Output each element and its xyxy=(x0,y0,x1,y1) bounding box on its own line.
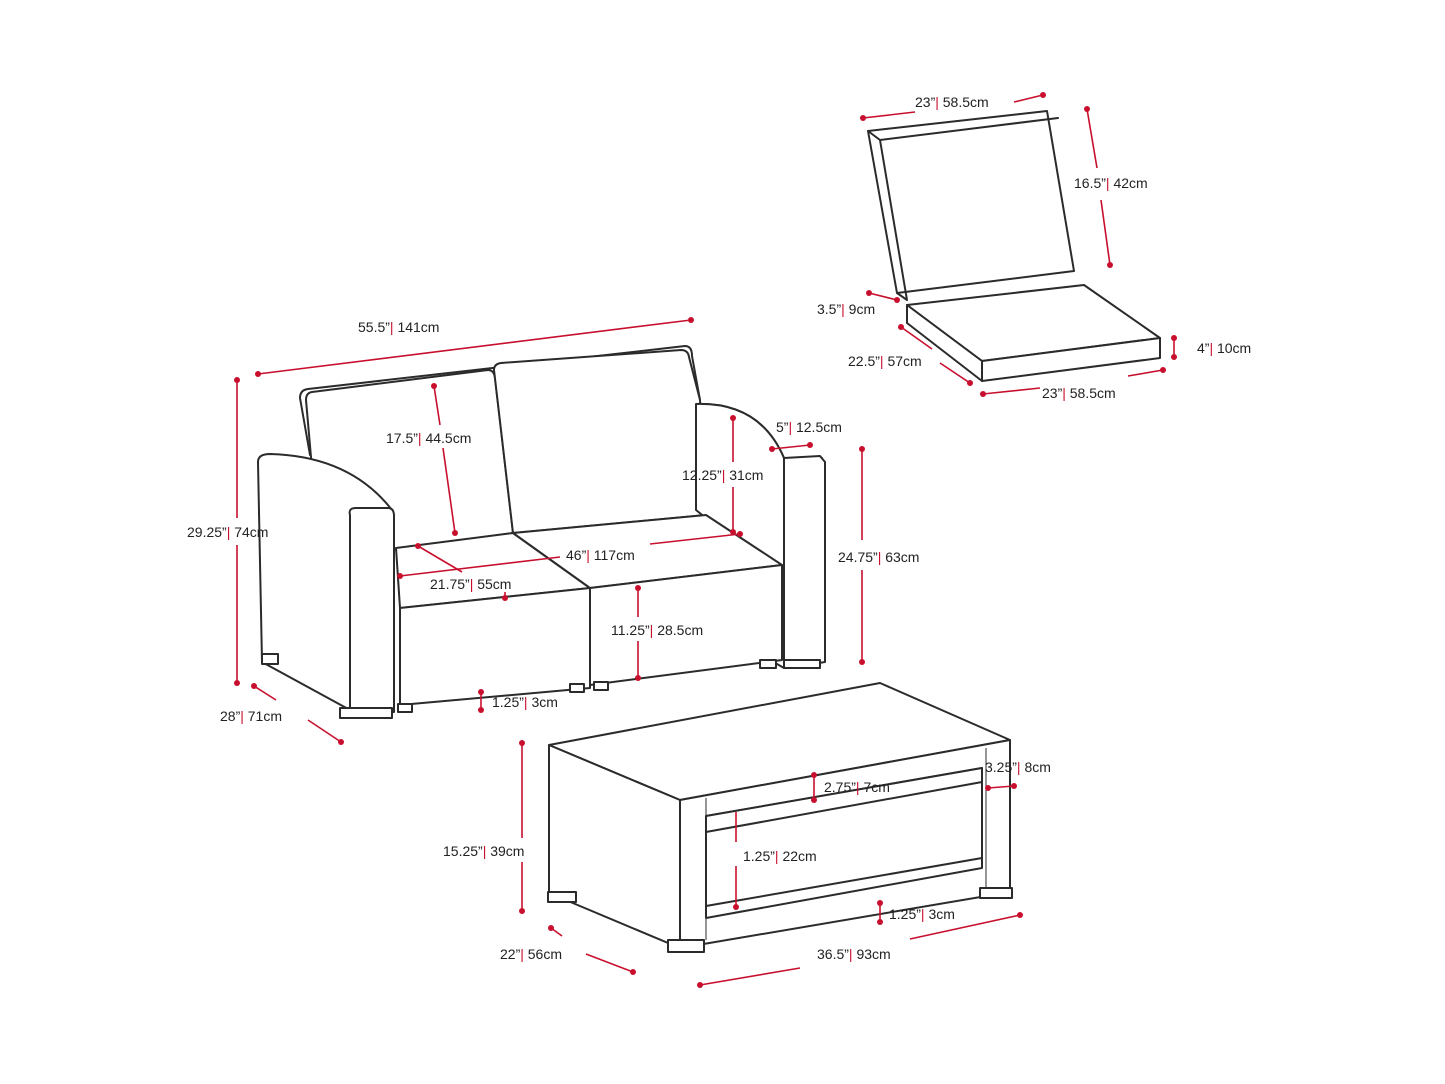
dim-loveseat-depth: 28”| 71cm xyxy=(220,708,282,724)
dim-arm-width: 5”| 12.5cm xyxy=(776,419,842,435)
dim-table-leg-width: 3.25”| 8cm xyxy=(985,759,1051,775)
dim-back-cushion-thickness: 3.5”| 9cm xyxy=(817,301,875,317)
dimension-lines xyxy=(234,92,1177,988)
dim-seat-height: 11.25”| 28.5cm xyxy=(611,622,703,638)
dim-loveseat-backrest: 17.5”| 44.5cm xyxy=(386,430,471,446)
dim-table-leg: 1.25”| 3cm xyxy=(889,906,955,922)
coffee-table xyxy=(547,682,1013,953)
dim-arm-above-seat: 12.25”| 31cm xyxy=(682,467,763,483)
dim-seat-cushion-depth: 22.5”| 57cm xyxy=(848,353,922,369)
dim-loveseat-leg: 1.25”| 3cm xyxy=(492,694,558,710)
dim-table-shelf-gap: 1.25”| 22cm xyxy=(743,848,817,864)
dimension-labels: 23”| 58.5cm 16.5”| 42cm 3.5”| 9cm 4”| 10… xyxy=(187,94,1251,962)
dim-back-cushion-height: 16.5”| 42cm xyxy=(1074,175,1148,191)
seat-cushion xyxy=(906,284,1161,382)
loveseat xyxy=(257,345,826,719)
dim-seat-width: 46”| 117cm xyxy=(566,547,635,563)
dim-table-width: 36.5”| 93cm xyxy=(817,946,891,962)
dim-table-height: 15.25”| 39cm xyxy=(443,843,524,859)
dim-seat-cushion-width: 23”| 58.5cm xyxy=(1042,385,1116,401)
dim-loveseat-width: 55.5”| 141cm xyxy=(358,319,439,335)
dim-seat-cushion-thickness: 4”| 10cm xyxy=(1197,340,1251,356)
dim-table-depth: 22”| 56cm xyxy=(500,946,562,962)
dim-loveseat-height: 29.25”| 74cm xyxy=(187,524,268,540)
dim-table-top-thickness: 2.75”| 7cm xyxy=(824,779,890,795)
dim-seat-depth: 21.75”| 55cm xyxy=(430,576,511,592)
back-cushion xyxy=(867,110,1075,301)
dim-back-cushion-width: 23”| 58.5cm xyxy=(915,94,989,110)
dim-arm-height: 24.75”| 63cm xyxy=(838,549,919,565)
